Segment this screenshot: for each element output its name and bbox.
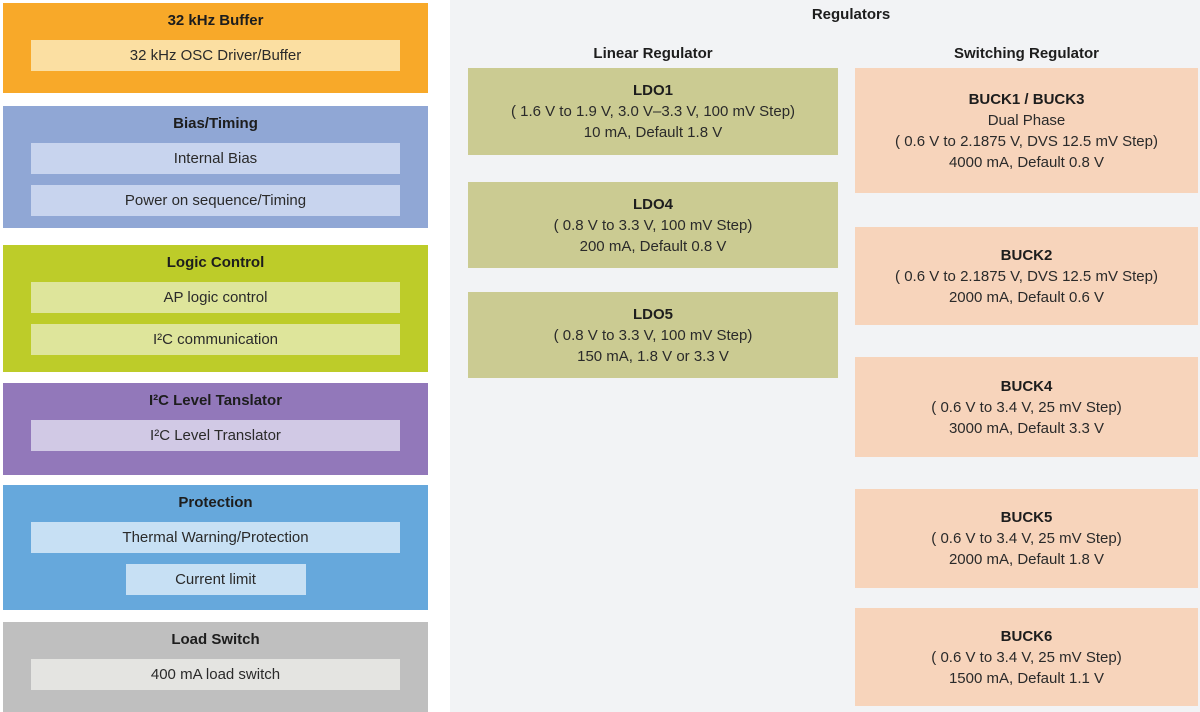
- ldo5-spec: 150 mA, 1.8 V or 3.3 V: [577, 347, 729, 365]
- buck1-buck3-block: BUCK1 / BUCK3 Dual Phase ( 0.6 V to 2.18…: [855, 68, 1198, 193]
- block-item: I²C Level Translator: [31, 420, 400, 451]
- block-title: Bias/Timing: [173, 115, 258, 132]
- ldo4-range: ( 0.8 V to 3.3 V, 100 mV Step): [553, 216, 753, 234]
- block-item: Thermal Warning/Protection: [31, 522, 400, 553]
- block-item: Current limit: [125, 564, 306, 595]
- block-item: Internal Bias: [31, 143, 400, 174]
- ldo4-spec: 200 mA, Default 0.8 V: [579, 237, 727, 255]
- block-item: AP logic control: [31, 282, 400, 313]
- buck5-block: BUCK5 ( 0.6 V to 3.4 V, 25 mV Step) 2000…: [855, 489, 1198, 588]
- buck6-spec: 1500 mA, Default 1.1 V: [948, 669, 1105, 687]
- linear-regulator-title: Linear Regulator: [593, 45, 713, 62]
- ldo1-block: LDO1 ( 1.6 V to 1.9 V, 3.0 V–3.3 V, 100 …: [468, 68, 838, 155]
- ldo1-spec: 10 mA, Default 1.8 V: [583, 124, 723, 141]
- block-item: Power on sequence/Timing: [31, 185, 400, 216]
- block-title: Logic Control: [166, 254, 265, 271]
- buck6-block: BUCK6 ( 0.6 V to 3.4 V, 25 mV Step) 1500…: [855, 608, 1198, 706]
- ldo5-range: ( 0.8 V to 3.3 V, 100 mV Step): [553, 326, 753, 344]
- ldo5-block: LDO5 ( 0.8 V to 3.3 V, 100 mV Step) 150 …: [468, 292, 838, 378]
- block-item: 400 mA load switch: [31, 659, 400, 690]
- buck6-range: ( 0.6 V to 3.4 V, 25 mV Step): [931, 648, 1122, 666]
- buck1-buck3-spec: 4000 mA, Default 0.8 V: [948, 153, 1105, 171]
- block-title: Load Switch: [171, 631, 260, 648]
- buck5-range: ( 0.6 V to 3.4 V, 25 mV Step): [931, 530, 1122, 547]
- ldo1-name: LDO1: [632, 82, 673, 99]
- buck1-buck3-range: ( 0.6 V to 2.1875 V, DVS 12.5 mV Step): [895, 132, 1158, 150]
- block-logic-control: Logic Control AP logic control I²C commu…: [3, 245, 428, 372]
- buck2-name: BUCK2: [1000, 246, 1053, 264]
- buck5-name: BUCK5: [1000, 509, 1053, 526]
- buck2-spec: 2000 mA, Default 0.6 V: [948, 288, 1105, 306]
- ldo5-name: LDO5: [632, 305, 673, 323]
- block-bias-timing: Bias/Timing Internal Bias Power on seque…: [3, 106, 428, 228]
- regulators-title: Regulators: [811, 6, 891, 23]
- buck4-spec: 3000 mA, Default 3.3 V: [948, 419, 1105, 437]
- ldo4-block: LDO4 ( 0.8 V to 3.3 V, 100 mV Step) 200 …: [468, 182, 838, 268]
- block-item: I²C communication: [31, 324, 400, 355]
- block-title: I²C Level Tanslator: [148, 392, 283, 409]
- ldo4-name: LDO4: [632, 195, 673, 213]
- buck6-name: BUCK6: [1000, 627, 1053, 645]
- block-protection: Protection Thermal Warning/Protection Cu…: [3, 485, 428, 610]
- block-load-switch: Load Switch 400 mA load switch: [3, 622, 428, 712]
- block-item: 32 kHz OSC Driver/Buffer: [31, 40, 400, 71]
- buck1-buck3-phase: Dual Phase: [987, 111, 1066, 129]
- block-32khz-buffer: 32 kHz Buffer 32 kHz OSC Driver/Buffer: [3, 3, 428, 93]
- buck2-range: ( 0.6 V to 2.1875 V, DVS 12.5 mV Step): [895, 267, 1158, 285]
- buck4-name: BUCK4: [1000, 377, 1053, 395]
- buck1-buck3-name: BUCK1 / BUCK3: [968, 90, 1085, 108]
- ldo1-range: ( 1.6 V to 1.9 V, 3.0 V–3.3 V, 100 mV St…: [510, 103, 796, 120]
- buck4-block: BUCK4 ( 0.6 V to 3.4 V, 25 mV Step) 3000…: [855, 357, 1198, 457]
- regulators-panel: Regulators Linear Regulator Switching Re…: [450, 0, 1200, 712]
- block-title: Protection: [178, 494, 253, 511]
- buck2-block: BUCK2 ( 0.6 V to 2.1875 V, DVS 12.5 mV S…: [855, 227, 1198, 325]
- block-i2c-level-translator: I²C Level Tanslator I²C Level Translator: [3, 383, 428, 475]
- switching-regulator-title: Switching Regulator: [953, 45, 1099, 62]
- block-title: 32 kHz Buffer: [167, 12, 264, 29]
- buck5-spec: 2000 mA, Default 1.8 V: [948, 551, 1105, 568]
- buck4-range: ( 0.6 V to 3.4 V, 25 mV Step): [931, 398, 1122, 416]
